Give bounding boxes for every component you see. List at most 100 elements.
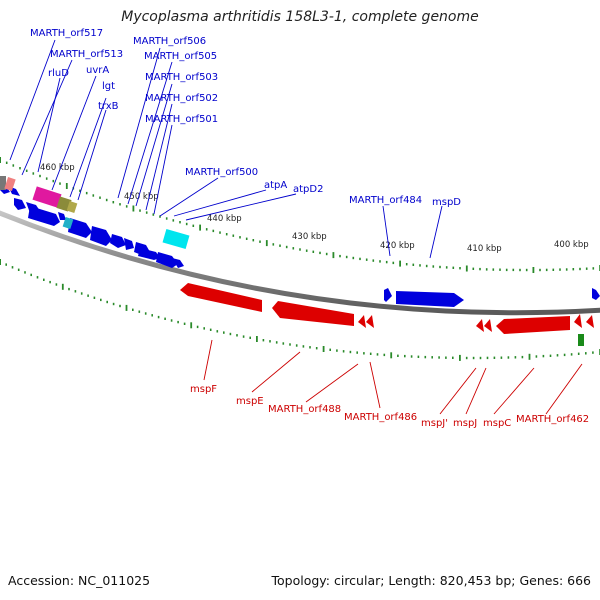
gene-arrow[interactable]	[28, 206, 60, 226]
gc-tick	[505, 268, 508, 272]
gene-label[interactable]: MARTH_orf488	[268, 404, 341, 415]
gc-tick	[539, 268, 541, 272]
gc-tick	[249, 336, 251, 339]
gene-arrow[interactable]	[172, 258, 184, 268]
gc-tick	[545, 268, 548, 272]
feature-box[interactable]	[32, 186, 62, 208]
gene-label[interactable]: MARTH_orf502	[145, 93, 218, 104]
gene-label[interactable]: MARTH_orf517	[30, 28, 103, 39]
gene-arrow[interactable]	[384, 288, 392, 302]
feature-box[interactable]	[62, 217, 74, 229]
feature-box[interactable]	[66, 201, 78, 213]
gc-tick	[432, 265, 435, 268]
gc-tick	[309, 346, 311, 349]
gc-tick	[315, 347, 318, 350]
gc-tick	[570, 353, 573, 356]
gene-arrow[interactable]	[14, 198, 26, 210]
gene-label[interactable]: mspE	[236, 396, 264, 407]
forward-label-lines	[9, 39, 443, 259]
gc-tick	[232, 234, 235, 237]
gc-tick	[79, 189, 81, 192]
gc-tick	[119, 203, 121, 206]
gc-tick	[528, 353, 531, 360]
gene-arrow[interactable]	[156, 252, 178, 268]
gene-label[interactable]: rluD	[48, 68, 69, 79]
gc-tick	[17, 268, 20, 271]
gc-tick	[265, 240, 268, 247]
gene-arrow[interactable]	[110, 234, 126, 248]
gene-label[interactable]: atpD2	[293, 184, 323, 195]
coordinate-tick-label: 440 kbp	[207, 214, 242, 224]
gene-arrow[interactable]	[586, 315, 594, 328]
gc-tick	[563, 353, 566, 357]
gene-arrow[interactable]	[496, 316, 570, 334]
gc-tick	[245, 237, 248, 240]
gene-arrow[interactable]	[90, 226, 112, 246]
gc-tick	[425, 264, 428, 268]
gene-label[interactable]: MARTH_orf513	[50, 49, 123, 60]
gc-tick	[256, 336, 258, 342]
gene-arrow[interactable]	[366, 315, 374, 328]
gc-tick	[275, 341, 278, 344]
gc-tick	[272, 243, 275, 246]
gc-tick	[36, 276, 39, 279]
gene-label[interactable]: mspJ'	[421, 418, 448, 429]
gc-tick	[336, 349, 338, 352]
gene-arrow[interactable]	[138, 248, 160, 260]
gene-arrow[interactable]	[574, 314, 582, 328]
gene-arrow[interactable]	[476, 319, 484, 332]
gene-label[interactable]: MARTH_orf506	[133, 36, 206, 47]
gc-tick	[100, 298, 102, 302]
gene-label[interactable]: MARTH_orf462	[516, 414, 589, 425]
gc-tick	[32, 172, 35, 175]
gc-tick	[132, 205, 135, 212]
gene-label[interactable]: MARTH_orf484	[349, 195, 422, 206]
gc-tick	[472, 356, 475, 360]
gene-arrow[interactable]	[124, 238, 134, 250]
reverse-label-lines	[203, 339, 583, 415]
gc-tick	[465, 356, 468, 360]
gc-tick	[19, 167, 21, 170]
feature-box[interactable]	[162, 228, 190, 250]
gene-arrow[interactable]	[68, 218, 92, 238]
gene-label[interactable]: uvrA	[86, 65, 109, 76]
gene-label[interactable]: MARTH_orf505	[144, 51, 217, 62]
gc-tick	[68, 287, 70, 291]
gc-tick	[372, 259, 375, 262]
gc-tick	[262, 339, 265, 342]
gene-label[interactable]: mspC	[483, 418, 511, 429]
gene-label[interactable]: MARTH_orf486	[344, 412, 417, 423]
gene-label[interactable]: MARTH_orf503	[145, 72, 218, 83]
gene-arrow[interactable]	[592, 288, 600, 300]
coordinate-tick-label: 430 kbp	[292, 232, 327, 242]
gc-tick	[445, 266, 448, 269]
gene-arrow[interactable]	[396, 291, 464, 307]
gc-tick	[493, 356, 496, 359]
gene-arrow[interactable]	[58, 212, 66, 220]
gc-tick	[112, 201, 115, 204]
gene-label[interactable]: trxB	[98, 101, 119, 112]
gene-arrow[interactable]	[358, 315, 366, 328]
gene-arrow[interactable]	[272, 301, 354, 326]
coordinate-tick-label: 400 kbp	[554, 240, 589, 250]
feature-box[interactable]	[4, 177, 16, 191]
gene-arrow[interactable]	[180, 283, 262, 312]
gene-arrow[interactable]	[484, 319, 492, 332]
gene-label[interactable]: atpA	[264, 180, 287, 191]
gene-label[interactable]: lgt	[102, 81, 115, 92]
gc-tick	[219, 231, 221, 234]
gc-tick	[239, 236, 241, 239]
gene-label[interactable]: mspJ	[453, 418, 477, 429]
gc-tick	[25, 169, 28, 172]
gc-tick	[55, 283, 58, 286]
gc-tick	[236, 334, 238, 337]
gene-label[interactable]: mspF	[190, 384, 217, 395]
gene-label[interactable]: mspD	[432, 197, 461, 208]
feature-box[interactable]	[578, 334, 584, 346]
gene-label[interactable]: MARTH_orf500	[185, 167, 258, 178]
feature-box[interactable]	[0, 176, 6, 190]
gc-tick	[479, 356, 482, 360]
gene-label[interactable]: MARTH_orf501	[145, 114, 218, 125]
gc-content-track-inner	[0, 259, 600, 361]
